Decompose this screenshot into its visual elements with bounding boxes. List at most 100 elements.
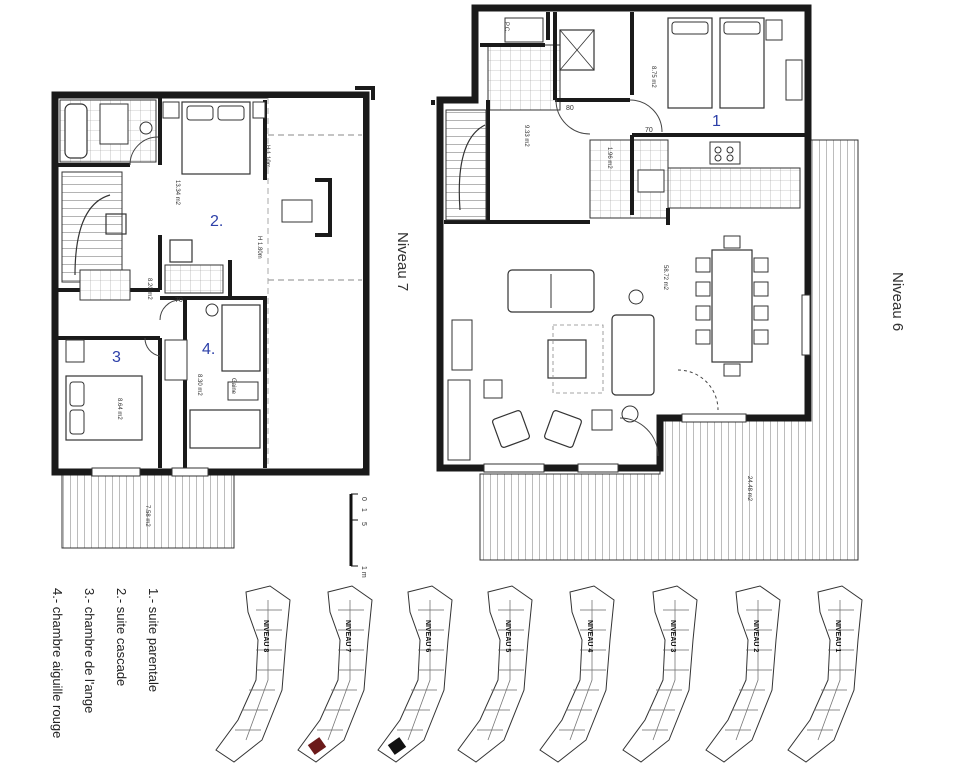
door-swings <box>555 99 719 457</box>
kitchen-sink <box>637 169 665 193</box>
area-n6-living: 58.72 m2 <box>662 265 668 291</box>
door-width-label: 80 <box>566 105 574 112</box>
building-outline <box>457 585 533 763</box>
pillow <box>217 105 245 121</box>
wc-room <box>79 269 131 301</box>
stair-post <box>105 213 127 235</box>
level-thumbnail-label: NIVEAU 1 <box>834 620 841 652</box>
tv-unit <box>447 379 471 461</box>
legend-item-1: 1.- suite parentale <box>146 588 161 692</box>
burner-icon <box>726 146 734 154</box>
level-thumbnail: NIVEAU 4 <box>539 585 615 763</box>
door-swings <box>129 136 181 357</box>
room-number-1: 1 <box>712 113 721 130</box>
wardrobe <box>785 59 803 101</box>
shower-diagonal <box>559 29 595 71</box>
pillow <box>69 381 85 407</box>
outer-wall <box>51 91 370 476</box>
building-outline <box>787 585 863 763</box>
pillow <box>723 21 761 35</box>
building-outline <box>215 585 291 763</box>
scale-label-10: 1 m <box>360 566 367 578</box>
level-thumbnail: NIVEAU 8 <box>215 585 291 763</box>
building-outline <box>705 585 781 763</box>
stair-post <box>169 239 193 263</box>
area-n6-bed1: 8.75 m2 <box>650 66 656 88</box>
staircase <box>61 171 123 283</box>
level-thumbnail-label: NIVEAU 6 <box>424 620 431 652</box>
balcony-deck <box>61 473 235 549</box>
legend-item-2: 2.- suite cascade <box>114 588 129 686</box>
bed-room-4a <box>221 304 261 372</box>
level-thumbnail-label: NIVEAU 5 <box>504 620 511 652</box>
window <box>681 413 747 423</box>
area-n7-bed2: 13.34 m2 <box>174 180 180 206</box>
interior-walls <box>444 12 805 225</box>
building-outline <box>297 585 373 763</box>
stair-arrow <box>74 194 111 276</box>
door-width-label: 70 <box>175 297 183 304</box>
door-width-label: 70 <box>645 127 653 134</box>
bed-room-4b <box>189 409 261 449</box>
legend-item-4: 4.- chambre aiguille rouge <box>50 588 65 738</box>
nightstand <box>765 19 783 41</box>
sink-icon <box>139 121 153 135</box>
burner-icon <box>714 146 722 154</box>
sloped-attic-zone <box>268 98 363 468</box>
pillow <box>671 21 709 35</box>
legend-item-3: 3.- chambre de l'ange <box>82 588 97 713</box>
corridor-spine <box>817 600 841 741</box>
pillow <box>186 105 214 121</box>
level-7-title: Niveau 7 <box>394 232 411 291</box>
level-thumbnail-label: NIVEAU 4 <box>586 620 593 652</box>
roof-corner <box>355 86 375 100</box>
window <box>577 463 619 473</box>
wc-box <box>504 17 544 43</box>
level-7-plan <box>51 86 375 549</box>
corridor-spine <box>569 600 593 741</box>
cooktop <box>709 141 741 165</box>
level-6-plan <box>431 4 859 561</box>
room-number-3: 3 <box>112 349 121 366</box>
scale-label-5: 5 <box>360 522 367 526</box>
level-thumbnail: NIVEAU 2 <box>705 585 781 763</box>
area-n7-hall: 8.20 m2 <box>146 278 152 300</box>
bedside-cabinet <box>164 339 188 381</box>
armchair <box>544 410 582 448</box>
level-6-title: Niveau 6 <box>889 272 906 331</box>
window <box>483 463 545 473</box>
corridor-spine <box>487 600 511 741</box>
building-outline <box>377 585 453 763</box>
room-number-2: 2. <box>210 213 223 230</box>
side-table <box>591 409 613 431</box>
ceiling-height-label: H 1.10m <box>264 145 270 168</box>
nightstand <box>162 101 180 119</box>
level-thumbnail: NIVEAU 5 <box>457 585 533 763</box>
area-n7-balcony: 7.58 m2 <box>144 505 150 527</box>
dining-chairs <box>695 235 769 377</box>
area-n6-shower: 1.96 m2 <box>606 147 612 169</box>
corridor-spine <box>735 600 759 741</box>
ceiling-height-label: H 1.80m <box>256 236 262 259</box>
burner-icon <box>726 154 734 162</box>
corridor-spine <box>652 600 676 741</box>
window <box>171 467 209 477</box>
pillow <box>69 409 85 435</box>
placard-label: P.C. <box>503 22 509 33</box>
scale-label-0: 0 <box>360 497 367 501</box>
coffee-table <box>547 339 587 379</box>
staircase <box>445 109 487 221</box>
room-legend: 1.- suite parentale 2.- suite cascade 3.… <box>50 588 161 738</box>
rug <box>552 324 604 394</box>
vanity <box>99 103 129 145</box>
stair-arrow <box>458 124 486 211</box>
highlighted-apartment <box>387 737 407 755</box>
bathroom-tiles <box>487 44 561 111</box>
level-thumbnail: NIVEAU 3 <box>622 585 698 763</box>
wardrobe <box>65 339 85 363</box>
window <box>91 467 141 477</box>
shower-room <box>164 264 224 294</box>
scale-label-1: 1 <box>360 508 367 512</box>
